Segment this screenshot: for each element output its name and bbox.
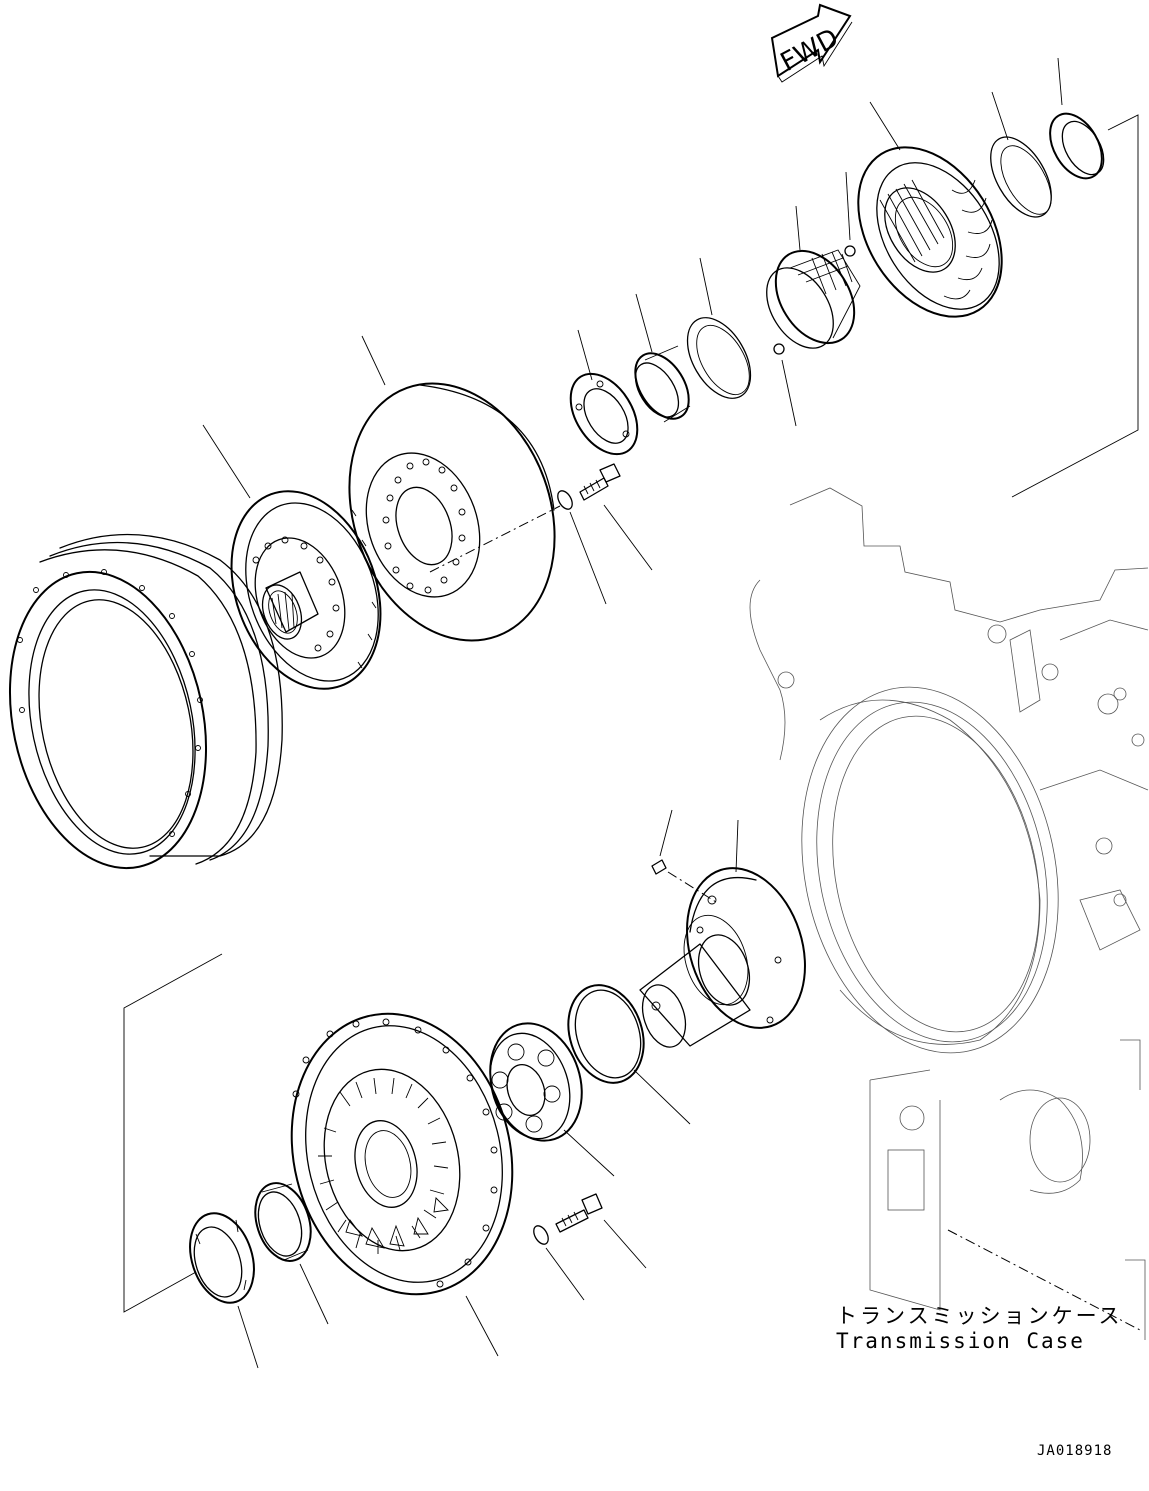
upper-group-bracket bbox=[1011, 114, 1139, 498]
part-one-way-clutch bbox=[766, 205, 861, 349]
turbine-disc-bolt-holes bbox=[382, 458, 466, 594]
part-snap-ring-middle bbox=[686, 257, 752, 399]
part-turbine-hub bbox=[202, 424, 382, 690]
part-bolt-upper bbox=[579, 463, 653, 571]
part-washer-lower bbox=[533, 1225, 585, 1301]
fwd-arrow: FWD bbox=[770, 3, 853, 83]
lower-group-bracket bbox=[123, 953, 223, 1313]
part-lock-nut bbox=[189, 1212, 259, 1369]
center-axis-upper bbox=[429, 505, 561, 573]
part-ball-upper bbox=[844, 171, 856, 257]
part-ball-lower bbox=[773, 343, 797, 427]
part-pump-impeller bbox=[290, 1012, 514, 1357]
turbine-hub-bolt-holes bbox=[252, 536, 340, 652]
part-plug bbox=[651, 809, 673, 875]
part-stator bbox=[857, 101, 1003, 318]
transmission-case-label-jp: トランスミッションケース bbox=[836, 1304, 1123, 1328]
plug-axis bbox=[667, 871, 717, 903]
transmission-case-outline bbox=[749, 487, 1149, 1340]
drive-case-bolt-holes bbox=[17, 569, 203, 837]
part-washer-upper bbox=[557, 490, 607, 605]
part-stator-shaft bbox=[639, 819, 806, 1048]
part-ball-bearing bbox=[489, 1022, 615, 1177]
part-bolt-lower bbox=[555, 1193, 647, 1269]
part-bushing bbox=[634, 293, 691, 423]
pump-impeller-blades bbox=[318, 1077, 449, 1254]
pump-impeller-bolt-holes bbox=[292, 1018, 498, 1288]
part-retainer-plate bbox=[569, 329, 639, 456]
part-bushing-lower bbox=[254, 1182, 329, 1325]
part-turbine-disc bbox=[348, 335, 556, 642]
part-drive-case bbox=[8, 533, 283, 870]
drawing-id: JA018918 bbox=[1037, 1443, 1113, 1459]
part-snap-ring-upper bbox=[990, 91, 1052, 218]
part-o-ring bbox=[567, 984, 691, 1125]
transmission-case-label-en: Transmission Case bbox=[836, 1329, 1085, 1353]
part-seal-ring bbox=[1049, 57, 1105, 180]
